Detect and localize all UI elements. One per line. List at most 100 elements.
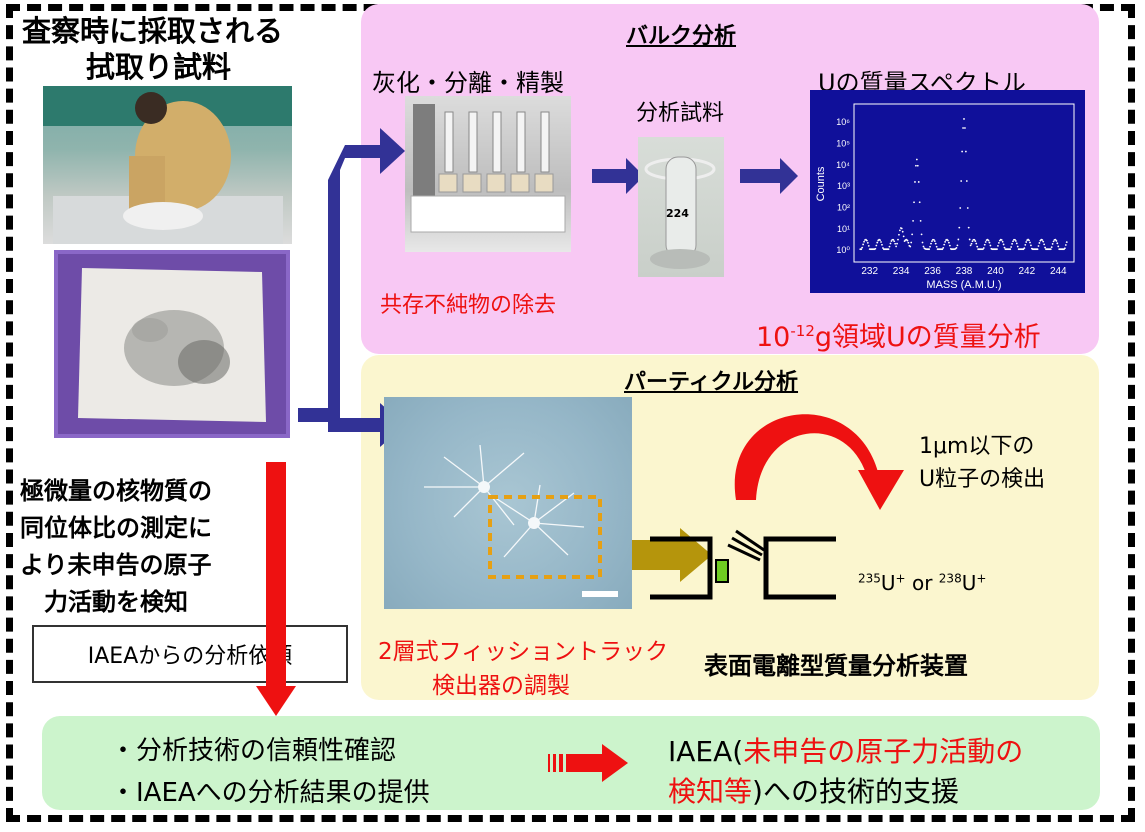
spectrum-point [1016,245,1019,248]
spectrum-point [1023,247,1026,250]
spectrum-point [930,242,932,245]
sample-title-line2: 拭取り試料 [86,50,232,84]
spectrum-y-tick: 10⁴ [836,160,850,170]
spectrum-point [910,241,913,244]
spectrum-x-tick: 236 [924,266,941,277]
spectrum-x-tick: 234 [893,266,910,277]
spectrum-y-tick: 10¹ [837,224,850,234]
spectrum-point [896,242,898,245]
spectrum-point [879,239,881,242]
spectrum-point [898,233,900,236]
spectrum-point [1043,243,1046,246]
spectrum-point [897,238,899,241]
spectrum-point [1002,243,1005,246]
result-suffix: g領域Uの質量分析 [814,322,1041,353]
result-prefix: 10 [756,322,791,353]
spectrum-point [970,242,973,245]
spectrum-y-tick: 10⁵ [836,138,850,148]
spectrum-point [876,241,879,244]
spectrum-point [892,238,895,241]
spectrum-point [960,180,963,182]
spectrum-point [1052,240,1055,243]
spectrum-point [1042,240,1045,243]
spectrum-x-tick: 232 [861,266,878,277]
spectrum-point [964,150,967,153]
spectrum-point [1063,247,1066,250]
detector-label-line2: 検出器の調製 [432,673,570,699]
spectrum-point [935,245,938,248]
spectrum-point [1003,246,1006,249]
spectrum-point [931,240,933,243]
filament-icon [715,559,729,583]
vial-label: 224 [666,207,689,220]
spectrum-point [863,240,865,243]
spectrum-point [861,246,864,249]
spectrum-x-tick: 244 [1050,266,1067,277]
spectrum-point [860,248,863,251]
spectrum-point [958,226,961,229]
spectrum-x-tick: 242 [1019,266,1036,277]
spectrum-point [919,219,922,222]
support-red-1: 未申告の原子力活動の [743,735,1024,768]
spectrum-point [948,241,950,244]
spectrum-point [963,118,965,120]
spectrum-point [932,238,935,241]
spectrum-xlabel: MASS (A.M.U.) [926,279,1001,291]
spectrum-point [1038,242,1041,244]
separation-apparatus-photo [405,96,571,252]
spectrum-point [959,207,962,209]
spectrum-point [865,239,868,242]
sample-vial-photo: 224 [638,137,724,277]
red-arrow-head [256,686,296,716]
spectrum-point [1012,240,1014,243]
ion-label: 235U+ or 238U+ [858,571,986,595]
spectrum-point [1041,239,1044,241]
spectrum-point [933,240,936,243]
spectrum-point [921,241,924,244]
spectrum-point [1028,239,1030,242]
support-prefix: IAEA( [668,735,744,768]
wipe-sample-photo [54,250,290,438]
spectrum-point [920,233,923,236]
spectrum-point [895,245,898,248]
spectrum-point [902,235,905,238]
spectrum-point [1030,244,1032,247]
bulk-step-ashing: 灰化・分離・精製 [372,69,564,97]
spectrum-point [964,127,966,129]
fission-track-photo [384,397,632,609]
spectrum-point [874,247,877,250]
instrument-label: 表面電離型質量分析装置 [704,652,968,680]
detection-desc-line3: より未申告の原子 [20,551,212,579]
spectrum-point [1057,245,1060,248]
spectrum-point [947,239,949,242]
spectrum-point [912,219,914,222]
spectrum-points [859,118,1068,251]
spectrum-point [1044,246,1046,249]
spectrum-point [929,245,931,248]
spectrum-point [961,150,964,153]
spectrum-point [1037,245,1040,247]
spectrum-point [888,245,891,248]
spectrum-point [1014,240,1017,242]
spectrum-point [941,248,944,251]
spectrum-point [928,248,931,251]
sample-title-line1: 査察時に採取される [22,14,284,48]
spectrum-point [943,243,946,246]
ion-a-charge: + [895,571,906,586]
spectrum-x-tick: 240 [987,266,1004,277]
spectrum-point [957,238,960,241]
spectrum-y-tick: 10⁰ [836,245,850,255]
spectrum-point [984,241,987,243]
spectrum-point [971,240,974,243]
support-red-2: 検知等 [668,775,753,808]
spectrum-point [1009,248,1012,251]
spectrum-point [1015,242,1018,245]
spectrum-point [1024,243,1027,246]
spectrum-point [1029,241,1031,244]
spectrum-bg [810,90,1085,293]
spectrum-point [922,245,925,248]
particle-arrow-shaft [328,418,382,432]
spectrum-point [890,240,893,242]
